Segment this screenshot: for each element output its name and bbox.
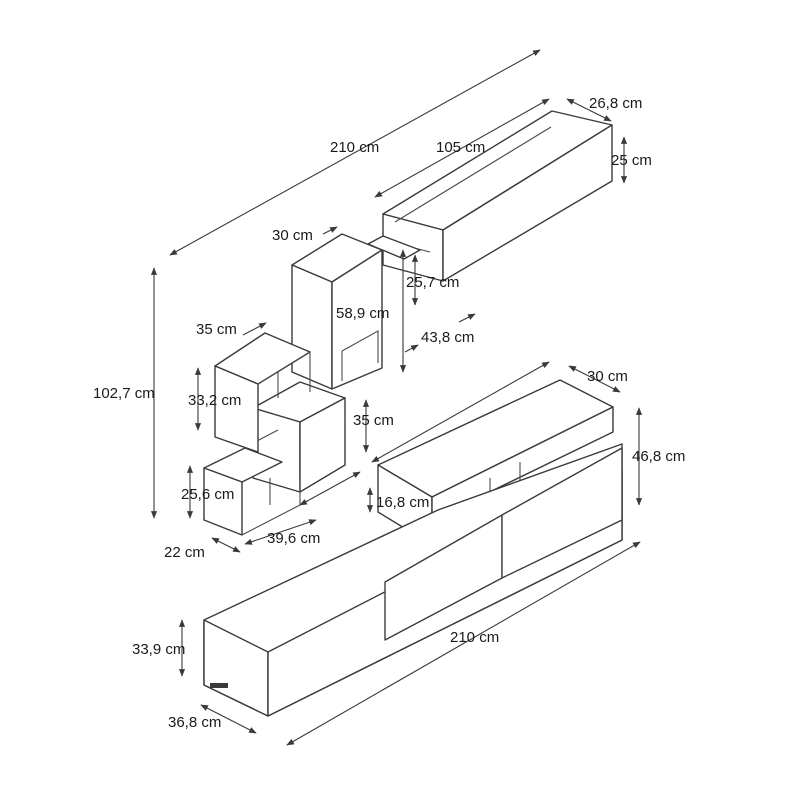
label-shelf-depth: 26,8 cm bbox=[589, 95, 642, 112]
label-cube-width: 30 cm bbox=[272, 227, 313, 244]
label-small-cube-height: 33,2 cm bbox=[188, 392, 241, 409]
dimension-labels: 210 cm 105 cm 26,8 cm 25 cm 30 cm 25,7 c… bbox=[93, 95, 685, 731]
label-base-height: 33,9 cm bbox=[132, 641, 185, 658]
label-cube-height: 58,9 cm bbox=[336, 305, 389, 322]
label-tv-top-height: 46,8 cm bbox=[632, 448, 685, 465]
middle-cube bbox=[252, 381, 346, 493]
label-tv-inner-height: 16,8 cm bbox=[376, 494, 429, 511]
label-bottom-shelf-height: 25,6 cm bbox=[181, 486, 234, 503]
label-small-cube-width: 35 cm bbox=[196, 321, 237, 338]
dimension-lines bbox=[150, 49, 643, 746]
label-bottom-width: 39,6 cm bbox=[267, 530, 320, 547]
small-cube bbox=[214, 332, 311, 453]
label-tv-top-depth: 30 cm bbox=[587, 368, 628, 385]
tall-cube bbox=[291, 233, 421, 390]
label-cube-offset: 43,8 cm bbox=[421, 329, 474, 346]
label-cube-gap: 25,7 cm bbox=[406, 274, 459, 291]
label-shelf-height: 25 cm bbox=[611, 152, 652, 169]
label-mid-height: 35 cm bbox=[353, 412, 394, 429]
label-bottom-depth: 22 cm bbox=[164, 544, 205, 561]
label-top-width: 210 cm bbox=[330, 139, 379, 156]
label-base-depth: 36,8 cm bbox=[168, 714, 221, 731]
label-shelf-width: 105 cm bbox=[436, 139, 485, 156]
top-wall-shelf bbox=[382, 110, 613, 282]
label-base-width: 210 cm bbox=[450, 629, 499, 646]
label-total-height: 102,7 cm bbox=[93, 385, 155, 402]
